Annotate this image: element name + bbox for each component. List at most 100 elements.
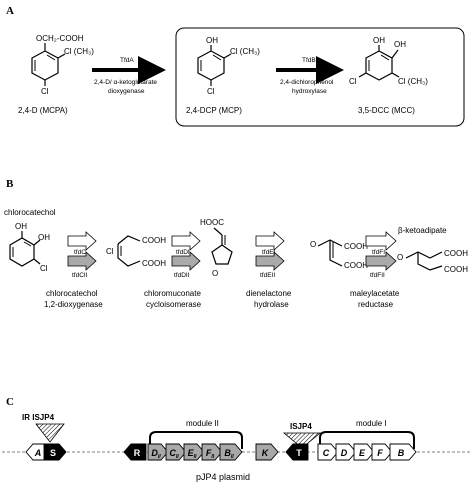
substituent-label: COOH <box>344 261 368 270</box>
insertion-marker <box>282 432 322 449</box>
gene-label: tfdFII <box>370 272 385 279</box>
gene-label: T <box>296 448 302 458</box>
substituent-label: OCH₂-COOH <box>36 34 84 43</box>
isjp4-label: ISJP4 <box>290 422 312 431</box>
gene-label: DII <box>151 448 161 460</box>
module-ii-bracket <box>149 431 243 449</box>
gene-arrow <box>317 443 339 461</box>
compound-label: 2,4-D (MCPA) <box>18 106 68 115</box>
gene-arrow <box>219 443 243 461</box>
gene-subscript: II <box>231 454 234 460</box>
enzyme-label: dienelactone <box>246 289 292 298</box>
substituent-label: OH <box>15 222 27 231</box>
gene-arrow <box>147 443 169 461</box>
molecule-35dcc <box>358 45 400 81</box>
gene-arrow <box>165 443 187 461</box>
substituent-label: Cl <box>207 87 215 96</box>
gene-label: F <box>377 448 383 458</box>
gene-subscript: II <box>211 454 214 460</box>
gene-label: TfdA <box>120 57 134 64</box>
substituent-label: O <box>212 269 218 278</box>
gene-label: S <box>50 448 56 458</box>
module-ii-label: module II <box>186 419 219 428</box>
enzyme-label: hydroxylase <box>292 88 327 95</box>
gene-label: tfdDI <box>176 249 190 256</box>
gene-arrow <box>353 443 375 461</box>
reaction-box <box>175 27 465 127</box>
gene-label: tfdC <box>74 249 86 256</box>
gene-label: K <box>262 448 270 458</box>
gene-subscript: II <box>194 454 197 460</box>
substituent-label: COOH <box>444 265 468 274</box>
molecule-maleylacetate <box>317 239 343 267</box>
gene-arrow <box>335 443 357 461</box>
start-compound-label: chlorocatechol <box>4 208 56 217</box>
substituent-label: OH <box>394 40 406 49</box>
molecule-beta-ketoadipate <box>405 251 443 271</box>
gene-label: tfdCII <box>72 272 88 279</box>
substituent-label: Cl <box>41 87 49 96</box>
substituent-label: Cl (CH₃) <box>398 77 428 86</box>
panel-label-b: B <box>6 178 14 190</box>
end-compound-label: β-ketoadipate <box>398 226 447 235</box>
panel-label-c: C <box>6 396 14 408</box>
step-4: tfdFI tfdFII maleylacetate reductase <box>350 231 400 309</box>
substituent-label: COOH <box>142 259 166 268</box>
substituent-label: OH <box>38 233 50 242</box>
substituent-label: Cl <box>349 77 357 86</box>
molecule-dienelactone <box>211 227 233 265</box>
enzyme-label: cycloisomerase <box>146 300 202 309</box>
module-i-bracket <box>319 431 415 449</box>
gene-label: BII <box>224 448 234 460</box>
gene-label: TfdB <box>302 57 316 64</box>
molecule-24d <box>31 43 66 86</box>
gene-arrow <box>371 443 393 461</box>
ir-isjp4-label: IR ISJP4 <box>22 413 55 422</box>
substituent-label: Cl <box>40 264 48 273</box>
gene-label: R <box>134 448 141 458</box>
enzyme-label: 2,4-D/ α-ketoglutarate <box>94 79 157 86</box>
step-arrow-gray <box>67 251 97 271</box>
substituent-label: O <box>397 253 403 262</box>
step-arrow-open <box>255 231 285 251</box>
enzyme-label: dioxygenase <box>108 88 145 95</box>
molecule-24dcp <box>197 45 232 86</box>
step-arrow-open <box>365 231 397 251</box>
compound-label: 2,4-DCP (MCP) <box>186 106 242 115</box>
substituent-label: Cl (CH₃) <box>230 47 260 56</box>
enzyme-label: maleylacetate <box>350 289 400 298</box>
step-3: tfdEI tfdEII dienelactone hydrolase <box>246 231 292 309</box>
gene-label: CII <box>169 448 179 460</box>
gene-label: C <box>323 448 330 458</box>
substituent-label: OH <box>373 36 385 45</box>
gene-label: tfdEII <box>260 272 275 279</box>
step-arrow-gray <box>255 251 285 271</box>
enzyme-label: chlorocatechol <box>46 289 98 298</box>
step-arrow-gray <box>171 251 201 271</box>
substituent-label: OH <box>206 36 218 45</box>
gene-label: B <box>398 448 405 458</box>
enzyme-label: 2,4-dichlorophenol <box>280 79 334 86</box>
step-arrow-open <box>171 231 201 251</box>
gene-arrow <box>123 443 147 461</box>
substituent-label: Cl <box>106 247 114 256</box>
step-arrow-gray <box>365 251 397 271</box>
gene-subscript: II <box>158 454 161 460</box>
gene-label: A <box>34 448 42 458</box>
gene-arrow <box>183 443 205 461</box>
enzyme-label: reductase <box>358 300 394 309</box>
molecule-chloromuconate <box>117 235 141 267</box>
substituent-label: HOOC <box>200 218 224 227</box>
gene-label: EII <box>188 448 197 460</box>
gene-label: FII <box>206 448 215 460</box>
substituent-label: Cl (CH₃) <box>64 47 94 56</box>
gene-arrow <box>43 443 67 461</box>
enzyme-label: chloromuconate <box>144 289 201 298</box>
gene-arrow <box>255 443 279 461</box>
gene-label: E <box>359 448 366 458</box>
gene-arrow <box>201 443 223 461</box>
compound-label: 3,5-DCC (MCC) <box>358 106 415 115</box>
module-i-label: module I <box>356 419 387 428</box>
